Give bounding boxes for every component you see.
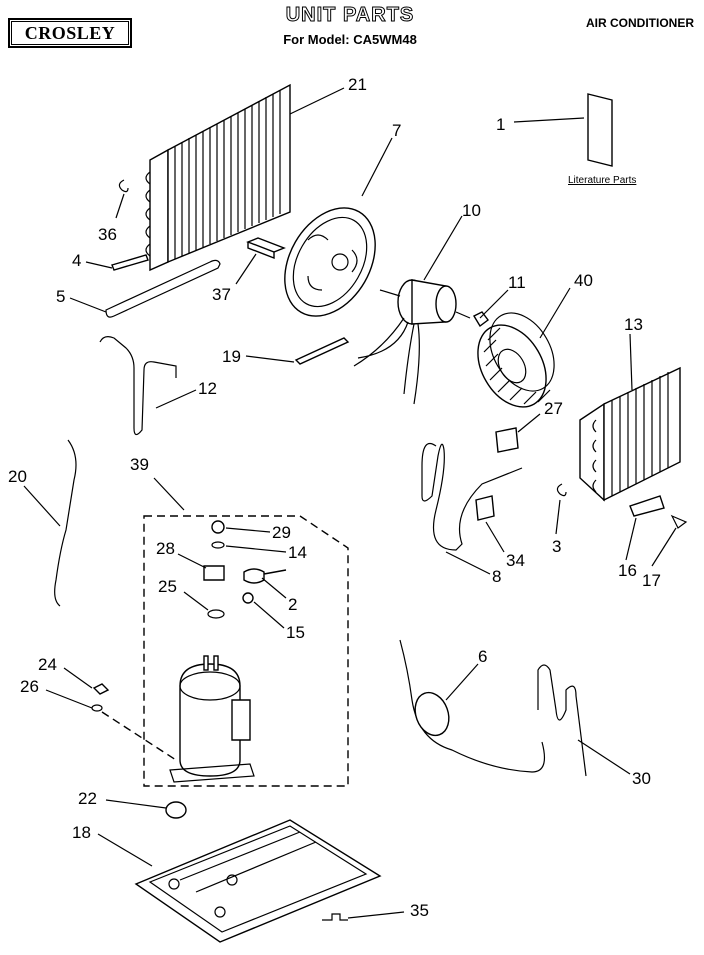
base-pan: [134, 819, 382, 943]
callout-18: 18: [72, 823, 91, 842]
literature-parts-label: Literature Parts: [568, 175, 636, 186]
brand-logo: CROSLEY: [8, 18, 132, 48]
callout-11: 11: [508, 273, 526, 292]
part-16-bracket: [629, 495, 665, 517]
compressor: [169, 655, 255, 783]
literature-booklet: [587, 93, 613, 167]
part-6-coil: [414, 691, 450, 737]
part-4-fitting: [111, 254, 149, 271]
callout-4: 4: [72, 251, 81, 270]
callout-25: 25: [158, 577, 177, 596]
callout-1: 1: [496, 115, 505, 134]
callout-19: 19: [222, 347, 241, 366]
callout-28: 28: [156, 539, 175, 558]
part-34-pad: [475, 495, 495, 521]
part-15-cap: [242, 592, 254, 604]
part-5-bracket: [105, 259, 221, 318]
clip-3: [556, 483, 567, 497]
callout-40: 40: [574, 271, 593, 290]
part-14-washer: [211, 541, 225, 549]
callout-30: 30: [632, 769, 651, 788]
part-26-washer: [91, 704, 103, 712]
clip-36: [118, 179, 129, 193]
part-19-strip: [294, 337, 350, 365]
callout-15: 15: [286, 623, 305, 642]
part-27-pad: [495, 427, 519, 453]
part-17-clip: [670, 514, 688, 529]
callout-5: 5: [56, 287, 65, 306]
part-35-clip: [322, 913, 348, 921]
part-29-nut: [211, 520, 225, 534]
callout-17: 17: [642, 571, 661, 590]
callout-20: 20: [8, 467, 27, 486]
fan-motor: [353, 279, 471, 405]
callout-27: 27: [544, 399, 563, 418]
callout-3: 3: [552, 537, 561, 556]
product-type: AIR CONDITIONER: [586, 16, 694, 30]
callout-36: 36: [98, 225, 117, 244]
condenser-coil: [145, 83, 291, 272]
callout-6: 6: [478, 647, 487, 666]
leader-lines: [23, 87, 677, 919]
part-6-tube: [399, 639, 545, 773]
callout-39: 39: [130, 455, 149, 474]
callout-2: 2: [288, 595, 297, 614]
callout-10: 10: [462, 201, 481, 220]
callout-24: 24: [38, 655, 57, 674]
callout-35: 35: [410, 901, 429, 920]
callout-26: 26: [20, 677, 39, 696]
callout-7: 7: [392, 121, 401, 140]
callout-12: 12: [198, 379, 217, 398]
part-22-grommet: [165, 801, 187, 819]
part-8-capillary: [421, 442, 523, 551]
mount-guide-line: [101, 711, 177, 761]
part-12-tube: [99, 336, 177, 436]
callout-numbers: 21 7 1 36 10 4 11 40 5 37 13 19 12 27 20…: [8, 75, 661, 920]
callout-16: 16: [618, 561, 637, 580]
part-28-grommet: [203, 565, 225, 581]
evaporator-coil: [579, 366, 681, 502]
part-20-harness: [54, 439, 77, 607]
part-25-washer: [207, 609, 225, 619]
brand-name: CROSLEY: [11, 21, 129, 45]
callout-8: 8: [492, 567, 501, 586]
fan-shroud: [284, 207, 376, 317]
part-37-block: [246, 237, 286, 260]
callout-34: 34: [506, 551, 525, 570]
part-30-tube: [537, 664, 587, 777]
page-title: UNIT PARTS: [285, 4, 415, 27]
callout-21: 21: [348, 75, 367, 94]
blower-wheel: [477, 312, 555, 408]
part-11-nut: [473, 311, 489, 328]
callout-22: 22: [78, 789, 97, 808]
callout-37: 37: [212, 285, 231, 304]
part-24-nut: [92, 683, 110, 695]
callout-29: 29: [272, 523, 291, 542]
callout-13: 13: [624, 315, 643, 334]
compressor-kit-outline: [143, 515, 349, 787]
model-line: For Model: CA5WM48: [283, 32, 417, 47]
callout-14: 14: [288, 543, 307, 562]
